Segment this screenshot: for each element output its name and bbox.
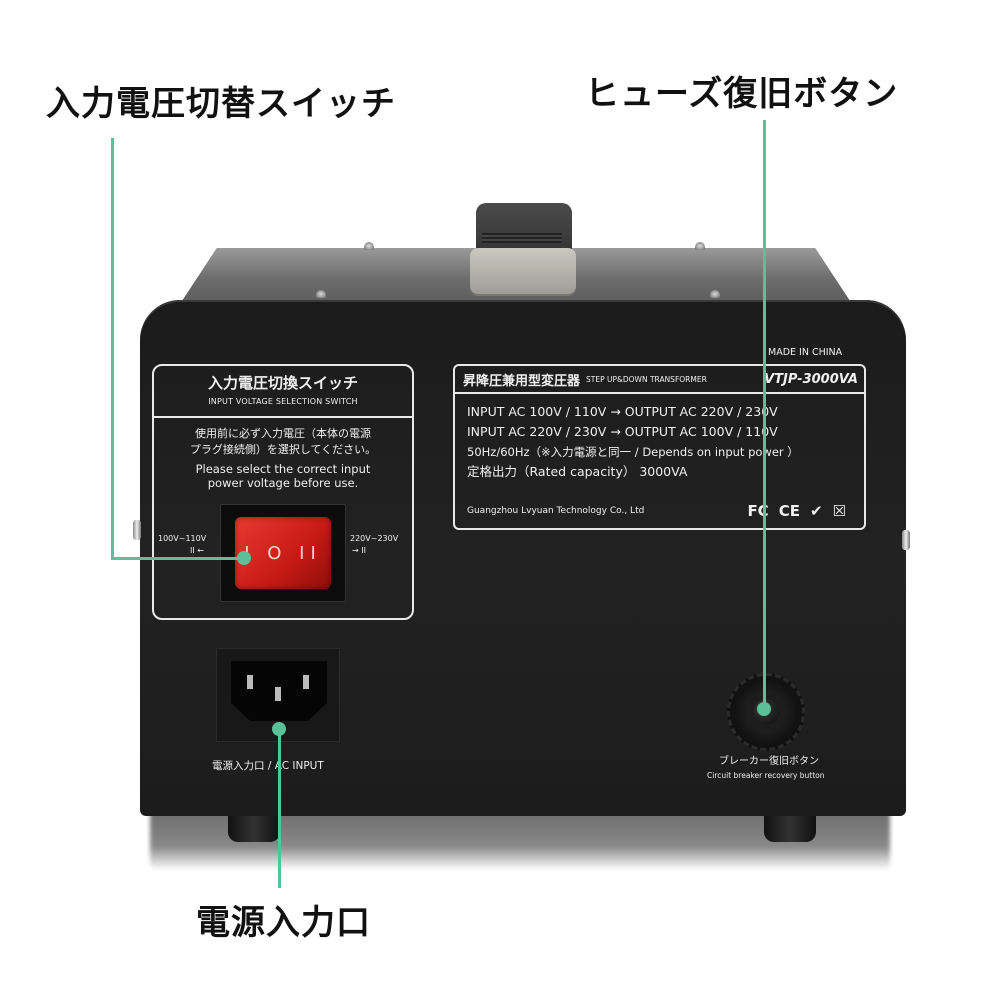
device-foot-left (228, 812, 280, 842)
handle-grip (482, 233, 562, 243)
spec-rows: INPUT AC 100V / 110V → OUTPUT AC 220V / … (455, 394, 864, 482)
switch-position-high-label: 220V~230V (350, 534, 399, 543)
callout-fuse-button-title: ヒューズ復旧ボタン (585, 74, 899, 114)
callout-dot-voltage-switch (237, 551, 251, 565)
breaker-label-en: Circuit breaker recovery button (707, 771, 825, 780)
callout-line-fuse-button (763, 120, 766, 710)
carry-handle-cap[interactable] (470, 248, 576, 294)
spec-label-header: 昇降圧兼用型変圧器 STEP UP&DOWN TRANSFORMER VTJP-… (455, 366, 864, 394)
spec-row: INPUT AC 220V / 230V → OUTPUT AC 100V / … (467, 424, 778, 439)
callout-voltage-switch-title: 入力電圧切替スイッチ (46, 84, 396, 124)
inlet-pin (303, 675, 309, 689)
spec-row: 定格出力（Rated capacity） 3000VA (467, 464, 688, 479)
callout-dot-fuse-button (757, 702, 771, 716)
instruction-en-line-1: Please select the correct input (195, 462, 371, 476)
instruction-jp-line-2: プラグ接続側）を選択してください。 (189, 443, 377, 456)
made-in-china-label: MADE IN CHINA (768, 347, 843, 358)
callout-line-voltage-switch-horizontal (111, 557, 246, 560)
instruction-en-line-2: power voltage before use. (207, 476, 359, 490)
screw (710, 290, 720, 298)
voltage-switch-title-jp: 入力電圧切換スイッチ (207, 374, 358, 392)
ac-input-label: 電源入力口 / AC INPUT (212, 760, 324, 772)
spec-row: 50Hz/60Hz（※入力電源と同一 / Depends on input po… (467, 445, 799, 459)
spec-label: 昇降圧兼用型変圧器 STEP UP&DOWN TRANSFORMER VTJP-… (453, 364, 866, 530)
instruction-jp: 使用前に必ず入力電圧（本体の電源 プラグ接続側）を選択してください。 (154, 426, 412, 458)
instruction-jp-line-1: 使用前に必ず入力電圧（本体の電源 (195, 427, 371, 440)
inlet-socket (231, 661, 327, 721)
screw (695, 242, 705, 250)
product-type-en: STEP UP&DOWN TRANSFORMER (586, 374, 707, 384)
callout-power-inlet-title: 電源入力口 (196, 903, 371, 943)
model-number: VTJP-3000VA (764, 371, 858, 387)
callout-dot-power-inlet (272, 722, 286, 736)
weee-bin-icon: ☒ (832, 502, 846, 520)
inlet-pin (275, 687, 281, 701)
ce-icon: CE (778, 502, 800, 520)
voltage-switch-title-en: INPUT VOLTAGE SELECTION SWITCH (208, 397, 358, 406)
voltage-switch-label-header: 入力電圧切換スイッチ INPUT VOLTAGE SELECTION SWITC… (154, 366, 412, 418)
callout-line-power-inlet (278, 728, 281, 888)
product-type-jp: 昇降圧兼用型変圧器 (463, 373, 581, 389)
inlet-pin (247, 675, 253, 689)
breaker-label-jp: ブレーカー復旧ボタン (719, 756, 819, 767)
voltage-switch-label: 入力電圧切換スイッチ INPUT VOLTAGE SELECTION SWITC… (152, 364, 414, 620)
manufacturer-name: Guangzhou Lvyuan Technology Co., Ltd (467, 506, 645, 516)
device-foot-right (764, 812, 816, 842)
rocker-symbols: I O II (244, 543, 322, 564)
instruction-en: Please select the correct input power vo… (154, 462, 412, 490)
side-knob-left (133, 520, 141, 540)
screw (364, 242, 374, 250)
spec-row: INPUT AC 100V / 110V → OUTPUT AC 220V / … (467, 404, 778, 419)
switch-position-low-label: 100V~110V (158, 534, 207, 543)
side-knob-right (902, 530, 910, 550)
screw (316, 290, 326, 298)
switch-high-arrow-icon: → II (352, 546, 366, 555)
rohs-icon: ✔ (809, 502, 823, 520)
callout-line-voltage-switch (111, 138, 114, 560)
voltage-rocker-switch[interactable]: I O II (235, 517, 331, 589)
switch-low-arrow-icon: II ← (190, 546, 204, 555)
